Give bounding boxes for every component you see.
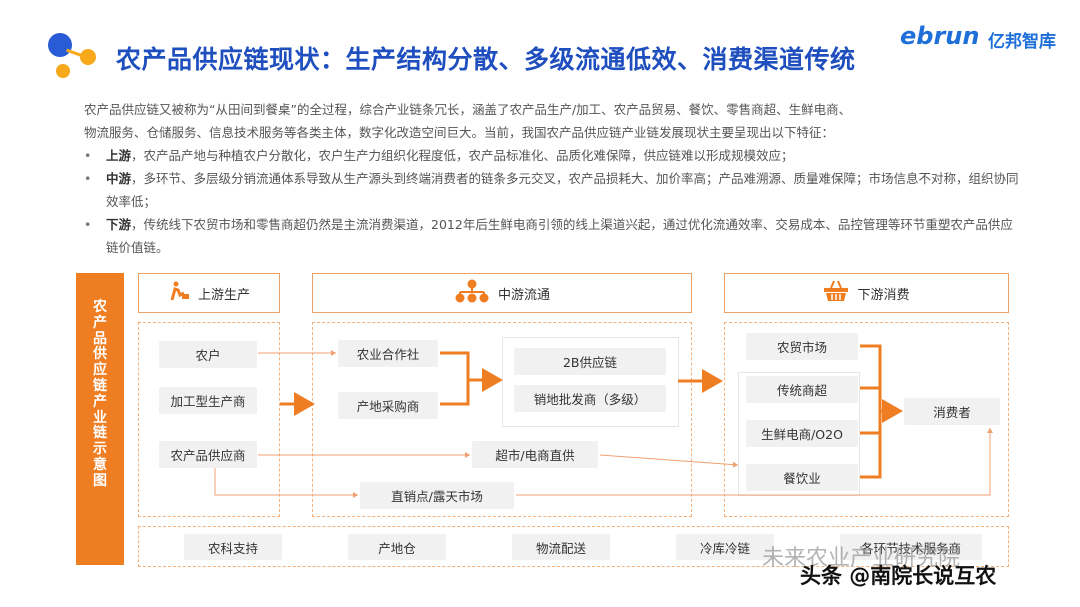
bullet-head: 上游 <box>106 148 132 163</box>
bullet-text: ，多环节、多层级分销流通体系导致从生产源头到终端消费者的链条多元交叉，农产品损耗… <box>106 171 1019 209</box>
downstream-container <box>724 322 1009 517</box>
bullet-icon: • <box>84 217 92 232</box>
node-b2b-supply: 2B供应链 <box>514 348 666 375</box>
bullet-text: ，农产品产地与种植农户分散化，农户生产力组织化程度低，农产品标准化、品质化难保障… <box>131 148 794 163</box>
node-catering: 餐饮业 <box>746 464 858 491</box>
list-item: • 下游，传统线下农贸市场和零售商超仍然是主流消费渠道，2012年后生鲜电商引领… <box>84 213 1024 259</box>
bullet-icon: • <box>84 171 92 186</box>
section-downstream: 下游消费 <box>724 273 1009 313</box>
section-midstream: 中游流通 <box>312 273 692 313</box>
hierarchy-icon <box>454 279 490 307</box>
node-processor: 加工型生产商 <box>159 387 257 414</box>
node-consumer: 消费者 <box>904 398 1000 425</box>
node-direct-market: 直销点/露天市场 <box>360 482 514 509</box>
brand-logo-en: ebrun <box>900 22 980 50</box>
basket-icon <box>823 280 849 306</box>
support-cold-chain: 冷库冷链 <box>676 534 774 560</box>
watermark-wechat: 未来农业产业研究院 <box>762 546 961 571</box>
support-logistics: 物流配送 <box>512 534 610 560</box>
feature-list: • 上游，农产品产地与种植农户分散化，农户生产力组织化程度低，农产品标准化、品质… <box>84 144 1024 259</box>
watermark-toutiao: 头条 @南院长说互农 <box>800 564 997 588</box>
node-origin-buyer: 产地采购商 <box>338 392 438 419</box>
logo-dot-orange <box>80 49 96 65</box>
bullet-head: 中游 <box>106 171 132 186</box>
farmer-icon <box>168 281 190 305</box>
logo-dot-orange-small <box>56 64 70 78</box>
section-midstream-label: 中游流通 <box>497 287 550 303</box>
upstream-container <box>138 322 280 517</box>
support-origin-warehouse: 产地仓 <box>348 534 446 560</box>
bullet-text: ，传统线下农贸市场和零售商超仍然是主流消费渠道，2012年后生鲜电商引领的线上渠… <box>106 217 1013 255</box>
bullet-icon: • <box>84 148 92 163</box>
section-upstream-label: 上游生产 <box>197 287 250 303</box>
node-supermarket-direct: 超市/电商直供 <box>472 441 598 468</box>
diagram-side-label: 农产品供应链产业链示意图 <box>93 299 107 489</box>
node-coop: 农业合作社 <box>338 340 438 367</box>
logo-dot-blue <box>48 33 72 57</box>
support-tech-services: 各环节技术服务商 <box>840 534 982 560</box>
node-wholesaler: 销地批发商（多级） <box>514 385 666 412</box>
diagram-side-bar <box>76 273 124 565</box>
intro-paragraph: 农产品供应链又被称为“从田间到餐桌”的全过程，综合产业链条冗长，涵盖了农产品生产… <box>84 98 1014 144</box>
support-container <box>138 526 1009 567</box>
section-upstream: 上游生产 <box>138 273 280 313</box>
node-farmer: 农户 <box>159 341 257 368</box>
intro-line-2: 物流服务、仓储服务、信息技术服务等各类主体，数字化改造空间巨大。当前，我国农产品… <box>84 125 835 140</box>
node-supplier: 农产品供应商 <box>159 441 257 468</box>
node-traditional-store: 传统商超 <box>746 376 858 403</box>
list-item: • 上游，农产品产地与种植农户分散化，农户生产力组织化程度低，农产品标准化、品质… <box>84 144 1024 167</box>
bullet-head: 下游 <box>106 217 132 232</box>
support-agritech: 农科支持 <box>184 534 282 560</box>
intro-line-1: 农产品供应链又被称为“从田间到餐桌”的全过程，综合产业链条冗长，涵盖了农产品生产… <box>84 102 852 117</box>
section-downstream-label: 下游消费 <box>857 287 910 303</box>
brand-logo-cn: 亿邦智库 <box>988 32 1056 52</box>
list-item: • 中游，多环节、多层级分销流通体系导致从生产源头到终端消费者的链条多元交叉，农… <box>84 167 1024 213</box>
node-farmers-market: 农贸市场 <box>746 333 858 360</box>
page-title: 农产品供应链现状：生产结构分散、多级流通低效、消费渠道传统 <box>116 45 856 74</box>
midstream-container <box>312 322 692 517</box>
node-fresh-ecommerce: 生鲜电商/O2O <box>746 420 858 447</box>
